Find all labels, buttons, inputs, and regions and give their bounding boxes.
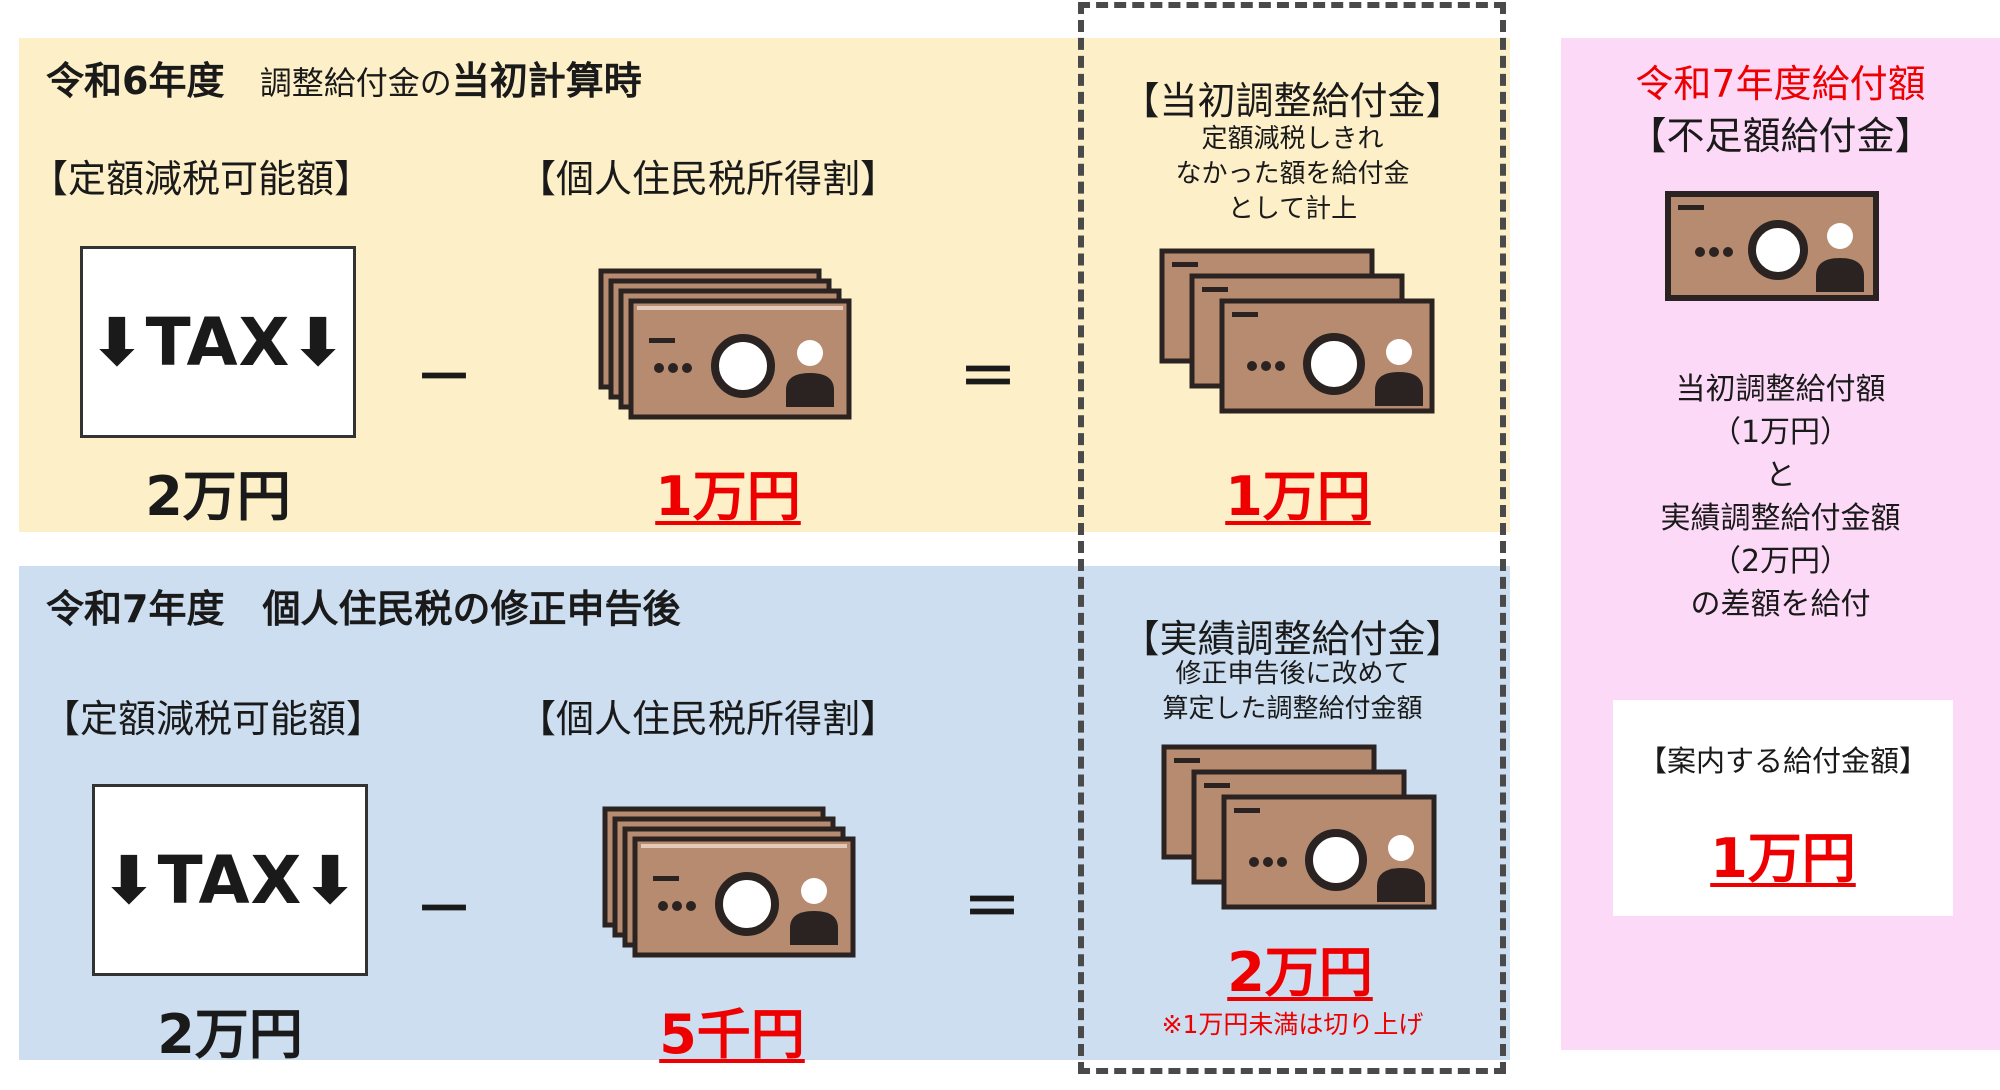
- actual-benefit-desc-line: 算定した調整給付金額: [1162, 694, 1423, 724]
- actual-benefit-title: 【実績調整給付金】: [1121, 617, 1464, 661]
- top-tax-reduction-label: 【定額減税可能額】: [30, 157, 373, 201]
- notice-title: 【案内する給付金額】: [1637, 744, 1928, 778]
- round-up-note: ※1万円未満は切り上げ: [1161, 1010, 1424, 1039]
- explanation-line: 当初調整給付額: [1675, 372, 1886, 407]
- tax-down-arrow-icon: ⬇TAX⬇: [101, 841, 359, 919]
- explanation-line: （1万円）: [1710, 415, 1851, 450]
- top-heading: 令和6年度 調整給付金の当初計算時: [46, 50, 642, 105]
- top-heading-end: 当初計算時: [451, 59, 642, 103]
- top-tax-amount: 2万円: [145, 465, 291, 528]
- banknote-stack-icon: [598, 268, 852, 420]
- actual-benefit-description: 修正申告後に改めて 算定した調整給付金額: [1090, 657, 1495, 727]
- shortfall-title-name: 【不足額給付金】: [1628, 114, 1933, 158]
- top-minus-sign: －: [414, 343, 473, 411]
- actual-benefit-amount: 2万円: [1227, 941, 1373, 1004]
- top-heading-year: 令和6年度: [46, 59, 225, 103]
- explanation-line: と: [1765, 458, 1796, 493]
- explanation-line: の差額を給付: [1690, 587, 1871, 622]
- top-income-amount: 1万円: [655, 465, 801, 528]
- initial-benefit-desc-line: なかった額を給付金: [1175, 159, 1410, 189]
- tax-down-arrow-icon: ⬇TAX⬇: [89, 303, 347, 381]
- shortfall-explanation: 当初調整給付額 （1万円） と 実績調整給付金額 （2万円） の差額を給付: [1561, 368, 2000, 626]
- banknote-icon: [1665, 191, 1879, 301]
- bottom-tax-box: ⬇TAX⬇: [92, 784, 368, 976]
- bottom-heading: 令和7年度 個人住民税の修正申告後: [46, 587, 681, 631]
- top-resident-tax-label: 【個人住民税所得割】: [518, 157, 899, 201]
- initial-benefit-desc-line: として計上: [1227, 194, 1358, 224]
- initial-benefit-description: 定額減税しきれ なかった額を給付金 として計上: [1090, 122, 1495, 227]
- bottom-income-amount: 5千円: [659, 1003, 805, 1066]
- shortfall-title: 令和7年度給付額 【不足額給付金】: [1561, 58, 2000, 162]
- bottom-minus-sign: －: [414, 875, 473, 943]
- initial-benefit-amount: 1万円: [1225, 465, 1371, 528]
- bottom-resident-tax-label: 【個人住民税所得割】: [518, 697, 899, 741]
- top-heading-mid: 調整給付金の: [259, 64, 452, 102]
- explanation-line: （2万円）: [1710, 544, 1851, 579]
- initial-benefit-title: 【当初調整給付金】: [1121, 79, 1464, 123]
- banknote-stack-icon: [602, 806, 856, 958]
- bottom-tax-amount: 2万円: [157, 1003, 303, 1066]
- adjustment-benefit-dashed-frame: [1078, 2, 1506, 1074]
- bottom-tax-reduction-label: 【定額減税可能額】: [42, 697, 385, 741]
- notice-amount-box: 【案内する給付金額】 1万円: [1613, 700, 1953, 916]
- bottom-equals-sign: ＝: [962, 873, 1021, 941]
- banknote-stack-icon: [1159, 248, 1435, 414]
- explanation-line: 実績調整給付金額: [1660, 501, 1901, 536]
- initial-benefit-desc-line: 定額減税しきれ: [1201, 124, 1384, 154]
- shortfall-title-year: 令和7年度給付額: [1635, 62, 1926, 106]
- banknote-stack-icon: [1161, 744, 1437, 910]
- actual-benefit-desc-line: 修正申告後に改めて: [1175, 659, 1410, 689]
- top-equals-sign: ＝: [958, 343, 1017, 411]
- notice-amount: 1万円: [1710, 827, 1856, 890]
- top-tax-box: ⬇TAX⬇: [80, 246, 356, 438]
